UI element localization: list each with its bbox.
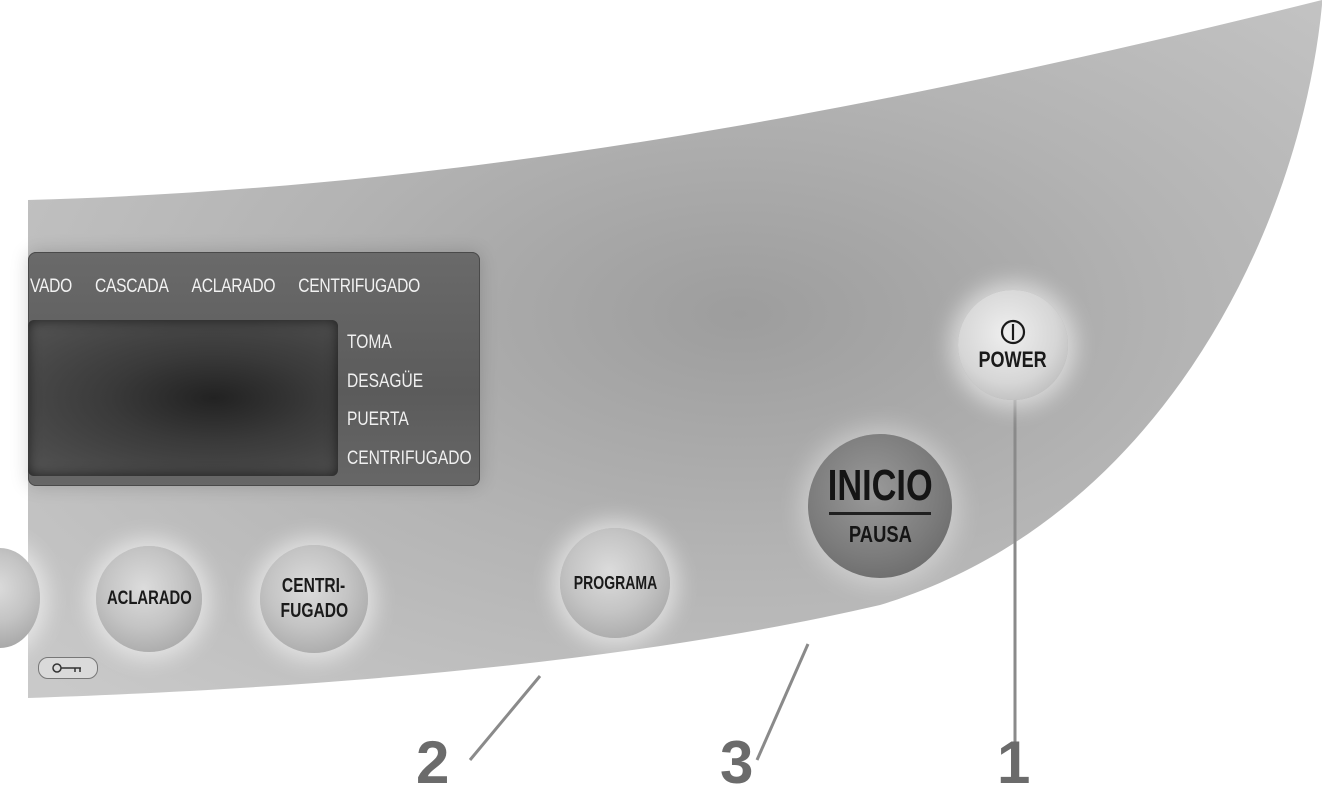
programa-button[interactable]: PROGRAMA [560,528,670,638]
power-button[interactable]: POWER [958,290,1068,400]
callout-line-2 [468,675,542,761]
power-icon [1000,319,1026,345]
centrifugado-label-1: CENTRI- [282,575,346,597]
key-lock-icon [38,657,98,679]
callout-number-3: 3 [720,729,754,796]
mode-label: CASCADA [94,276,169,297]
callout-number-1: 1 [997,729,1031,796]
aclarado-button[interactable]: ACLARADO [96,546,202,652]
aclarado-label: ACLARADO [106,588,192,609]
display-digit-window [28,320,338,476]
programa-label: PROGRAMA [573,572,657,593]
panel-surface [28,0,1322,698]
centrifugado-button[interactable]: CENTRI- FUGADO [260,545,368,653]
inicio-pausa-button[interactable]: INICIO PAUSA [808,434,952,578]
callout-line-3 [755,643,810,761]
status-label: CENTRIFUGADO [347,447,472,469]
status-label: DESAGÜE [347,370,424,392]
pausa-label: PAUSA [848,521,912,547]
mode-label: VADO [30,276,73,297]
callout-number-2: 2 [416,729,450,796]
mode-label: ACLARADO [191,276,276,297]
inicio-divider [829,512,931,515]
status-label: TOMA [347,332,392,353]
display-mode-labels: VADO CASCADA ACLARADO CENTRIFUGADO [30,276,443,298]
display-status-labels: TOMA DESAGÜE PUERTA CENTRIFUGADO [347,324,472,478]
status-label: PUERTA [347,409,409,430]
centrifugado-label-2: FUGADO [280,600,348,622]
power-label: POWER [978,347,1048,372]
mode-label: CENTRIFUGADO [298,276,420,297]
inicio-label: INICIO [827,461,933,510]
